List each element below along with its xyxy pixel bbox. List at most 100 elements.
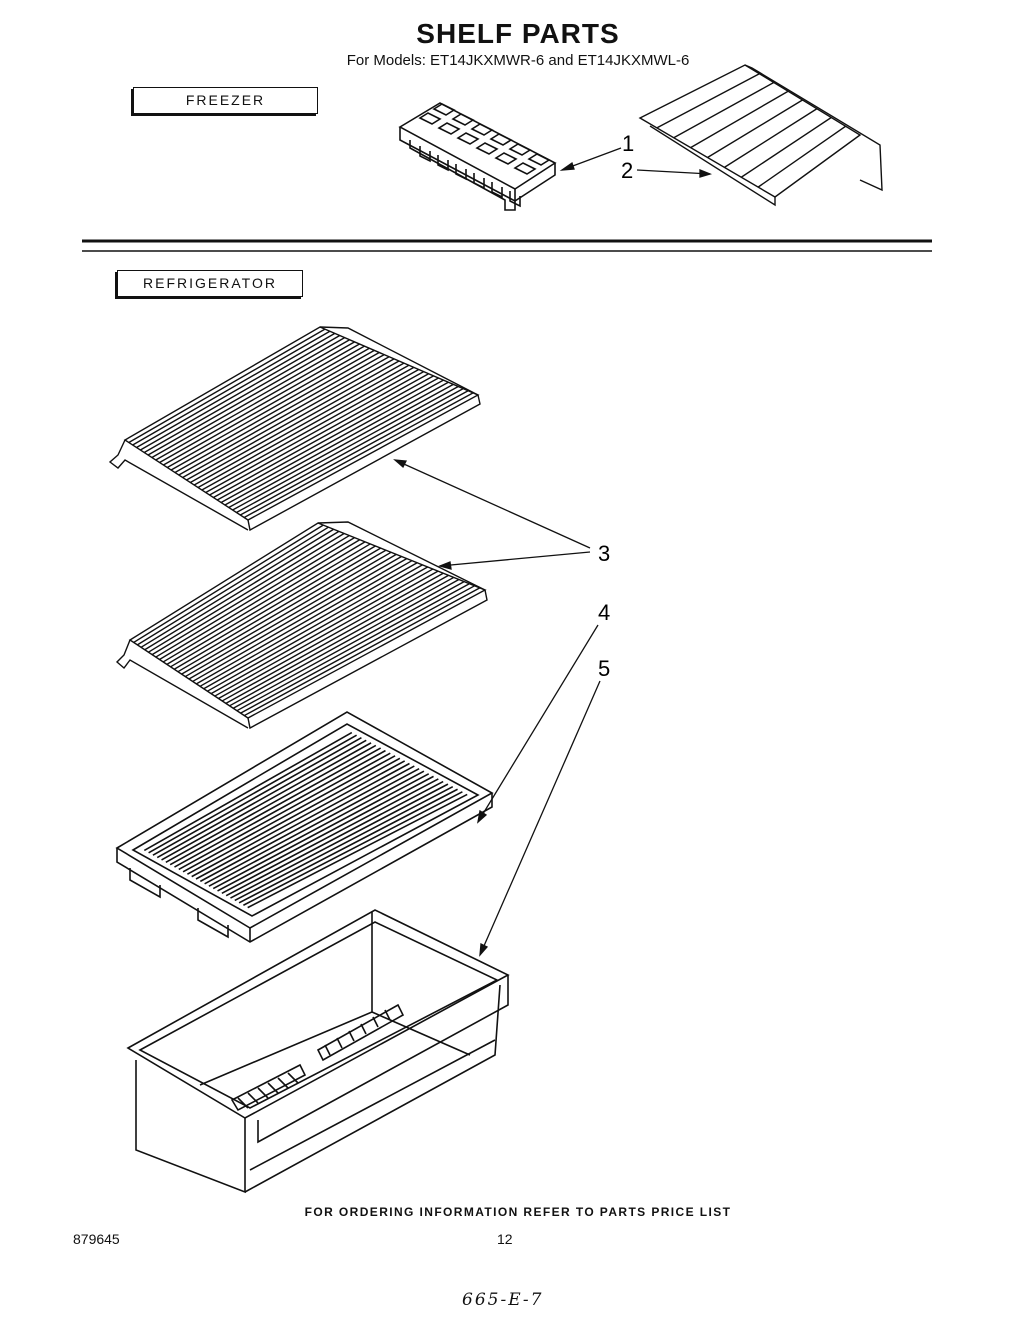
diagram-stroke <box>163 347 370 466</box>
diagram-stroke <box>221 778 439 895</box>
diagram-stroke <box>740 116 832 178</box>
diagram-stroke <box>174 749 386 868</box>
crisper-pan-icon <box>126 909 510 1194</box>
diagram-stroke <box>237 1097 249 1109</box>
diagram-stroke <box>240 585 475 714</box>
ice-tray-cell <box>418 112 442 125</box>
handwritten-note: 665-E-7 <box>462 1290 544 1310</box>
diagram-stroke <box>170 351 380 471</box>
diagram-stroke <box>177 549 387 673</box>
callout-4: 4 <box>598 600 610 625</box>
diagram-stroke <box>673 81 775 139</box>
diagram-stroke <box>187 757 401 875</box>
diagram-stroke <box>239 390 469 516</box>
diagram-stroke <box>228 383 454 509</box>
diagram-stroke <box>384 1009 391 1021</box>
diagram-stroke <box>232 385 459 511</box>
diagram-stroke <box>137 526 329 646</box>
ice-tray-cell <box>432 103 456 116</box>
diagram-stroke <box>247 793 468 909</box>
diagram-stroke <box>204 767 420 885</box>
crisper-cover-icon <box>115 711 494 943</box>
ice-tray-cell-base <box>455 164 467 181</box>
diagram-stroke <box>201 368 420 491</box>
document-number: 879645 <box>73 1231 120 1247</box>
diagram-stroke <box>656 73 760 129</box>
diagram-stroke <box>136 332 336 449</box>
ice-tray-cell <box>513 162 537 175</box>
callout-3: 3 <box>598 541 610 566</box>
diagram-stroke <box>348 1030 355 1042</box>
diagram-stroke <box>372 1016 379 1028</box>
diagram-stroke <box>182 755 396 873</box>
ice-tray-cell-base <box>473 173 485 190</box>
diagram-stroke <box>147 339 350 456</box>
callout-2: 2 <box>621 158 633 183</box>
ice-tray-cell <box>456 132 480 145</box>
diagram-stroke <box>140 528 335 648</box>
diagram-stroke <box>209 373 429 496</box>
ice-tray-cell <box>489 133 513 146</box>
diagram-stroke <box>225 576 455 704</box>
diagram-stroke <box>143 337 346 454</box>
callout-1: 1 <box>622 131 634 156</box>
diagram-stroke <box>195 762 410 880</box>
diagram-stroke <box>212 773 430 890</box>
model-subtitle: For Models: ET14JKXMWR-6 and ET14JKXMWL-… <box>346 52 690 69</box>
diagram-stroke <box>174 354 385 474</box>
ice-tray-icon <box>398 102 557 211</box>
diagram-stroke <box>247 1092 259 1104</box>
diagram-stroke <box>155 343 360 461</box>
diagram-stroke <box>360 1023 367 1035</box>
ice-tray-cell-base <box>419 146 431 163</box>
diagram-stroke <box>199 562 418 687</box>
diagram-stroke <box>214 570 439 697</box>
diagram-stroke <box>166 543 371 665</box>
page-number: 12 <box>497 1231 513 1247</box>
ice-tray-cell <box>475 142 499 155</box>
diagram-stroke <box>159 345 365 464</box>
diagram-stroke <box>218 572 444 700</box>
diagram-stroke <box>184 553 397 678</box>
diagram-stroke <box>182 358 395 479</box>
diagram-stroke <box>193 364 410 486</box>
ice-tray-cell-base <box>437 155 449 172</box>
diagram-stroke <box>196 560 413 685</box>
diagram-stroke <box>156 739 367 859</box>
diagram-stroke <box>190 362 405 484</box>
diagram-stroke <box>197 366 415 489</box>
diagram-stroke <box>213 375 434 499</box>
diagram-stroke <box>210 568 434 695</box>
diagram-stroke <box>181 551 392 675</box>
diagram-stroke <box>188 555 402 680</box>
diagram-stroke <box>236 388 464 514</box>
diagram-stroke <box>216 377 439 501</box>
diagram-stroke <box>208 770 425 887</box>
diagram-stroke <box>151 341 355 459</box>
diagram-stroke <box>207 566 428 692</box>
diagram-stroke <box>169 747 382 866</box>
diagram-stroke <box>724 108 818 168</box>
diagram-stroke <box>205 371 425 494</box>
diagram-stroke <box>277 1077 289 1089</box>
diagram-stroke <box>757 125 847 188</box>
freezer-section-label: FREEZER <box>133 87 318 114</box>
diagram-stroke <box>165 744 377 864</box>
diagram-stroke <box>132 330 331 446</box>
ice-tray-cell <box>437 122 461 135</box>
diagram-stroke <box>152 737 362 856</box>
diagram-stroke <box>243 587 481 717</box>
diagram-stroke <box>170 545 376 668</box>
diagram-stroke <box>199 765 415 883</box>
diagram-stroke <box>287 1072 299 1084</box>
diagram-stroke <box>236 583 470 712</box>
diagram-stroke <box>159 539 361 661</box>
callout-leaders <box>393 147 712 957</box>
diagram-stroke <box>217 775 434 892</box>
diagram-stroke <box>133 524 324 644</box>
diagram-stroke <box>243 392 474 519</box>
diagram-stroke <box>143 731 353 852</box>
ice-tray-cell-base <box>509 191 521 208</box>
diagram-stroke <box>229 578 460 707</box>
